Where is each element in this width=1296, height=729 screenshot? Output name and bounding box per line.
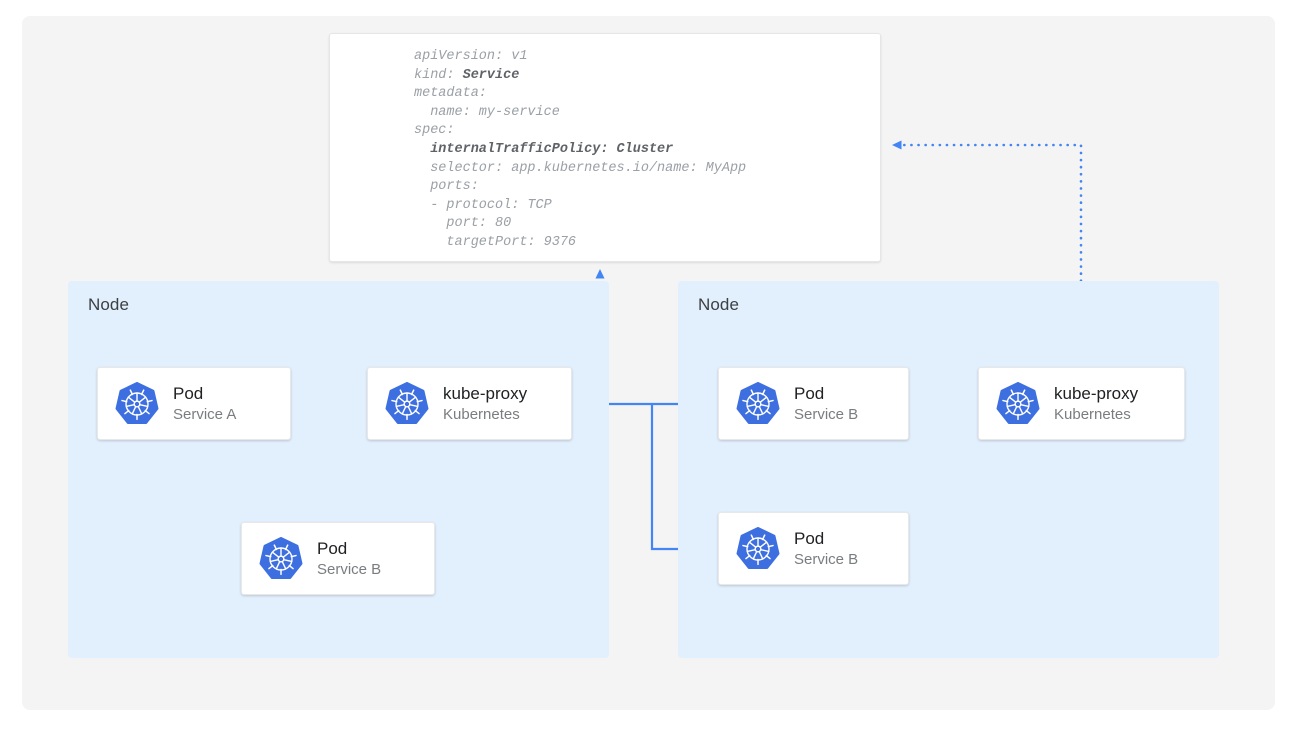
- card-pod-service-b-local[interactable]: Pod Service B: [241, 522, 435, 595]
- card-pod-service-b-remote-bottom[interactable]: Pod Service B: [718, 512, 909, 585]
- service-manifest-card: apiVersion: v1 kind: Service metadata: n…: [329, 33, 881, 262]
- kubernetes-icon: [736, 381, 780, 426]
- card-subtitle: Kubernetes: [1054, 405, 1131, 423]
- card-title: Pod: [173, 383, 204, 403]
- node-label-left: Node: [88, 295, 130, 314]
- card-subtitle: Service B: [794, 405, 859, 423]
- kubernetes-icon: [736, 526, 780, 571]
- card-pod-service-a[interactable]: Pod Service A: [97, 367, 291, 440]
- card-title: kube-proxy: [1054, 383, 1139, 403]
- card-subtitle: Kubernetes: [443, 405, 520, 423]
- card-title: Pod: [794, 383, 825, 403]
- card-title: Pod: [794, 528, 825, 548]
- card-subtitle: Service B: [794, 550, 859, 568]
- kubernetes-icon: [385, 381, 429, 426]
- card-title: kube-proxy: [443, 383, 528, 403]
- node-container-right: Node: [678, 281, 1219, 658]
- node-container-left: Node: [68, 281, 609, 658]
- node-label-right: Node: [698, 295, 740, 314]
- kubernetes-icon: [115, 381, 159, 426]
- card-title: Pod: [317, 538, 348, 558]
- card-subtitle: Service A: [173, 405, 237, 423]
- card-pod-service-b-remote-top[interactable]: Pod Service B: [718, 367, 909, 440]
- kubernetes-icon: [996, 381, 1040, 426]
- card-kube-proxy-left[interactable]: kube-proxy Kubernetes: [367, 367, 572, 440]
- service-manifest-yaml: apiVersion: v1 kind: Service metadata: n…: [414, 49, 747, 250]
- card-kube-proxy-right[interactable]: kube-proxy Kubernetes: [978, 367, 1185, 440]
- kubernetes-icon: [259, 536, 303, 581]
- card-subtitle: Service B: [317, 560, 382, 578]
